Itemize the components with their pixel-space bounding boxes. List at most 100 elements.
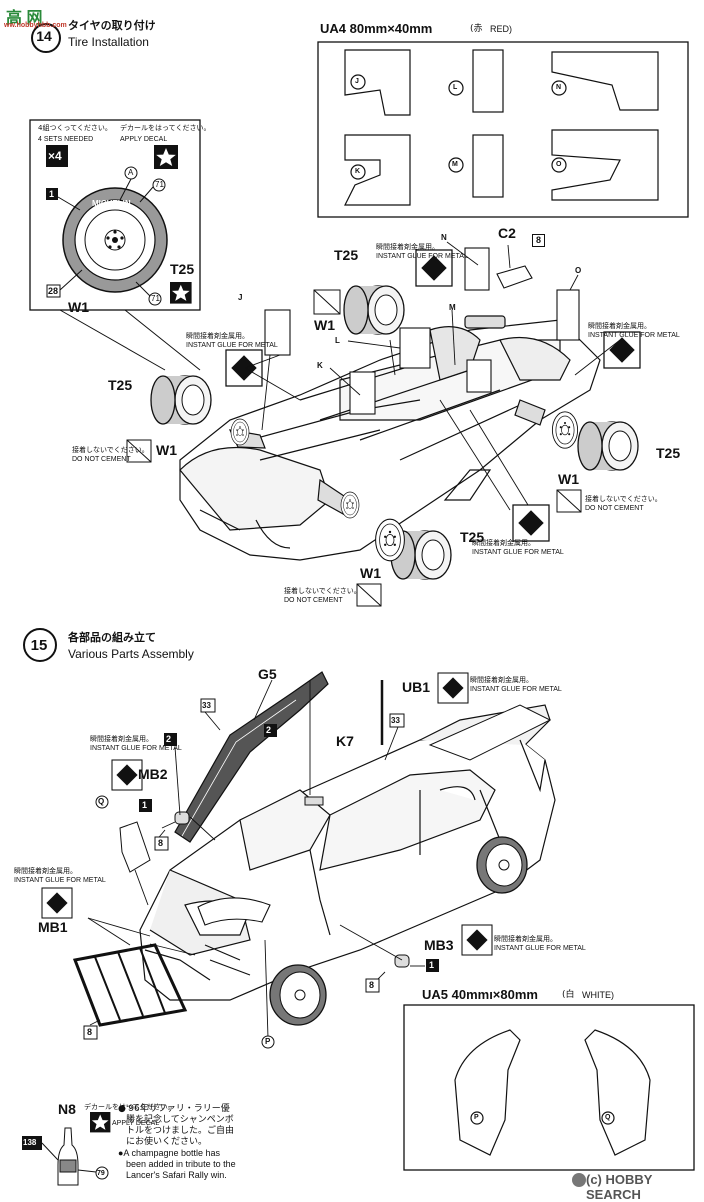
step15-number: 15 [30,636,48,654]
spoiler-g5-drawing [174,671,329,843]
mudflap-q [119,821,151,873]
inset-decal-en: APPLY DECAL [120,136,168,143]
label-t25-bottom: T25 [460,529,485,545]
glue15-en-4: INSTANT GLUE FOR METAL [494,945,586,952]
glue-en-1: INSTANT GLUE FOR METAL [376,253,468,260]
glue15-jp-1: 瞬間接着剤金属用。 [90,735,153,743]
inset-label-1: 1 [49,189,55,199]
champ-decal-jp: デカールをはってください。 [84,1103,175,1111]
no-cement-icons [126,289,582,607]
qty-badge [46,145,68,167]
step14-number: 14 [36,28,52,44]
label-part2b: 2 [166,734,172,744]
nocement-en-3: DO NOT CEMENT [284,597,343,604]
nocement-en-1: DO NOT CEMENT [72,456,131,463]
step14-title-en: Tire Installation [68,35,149,49]
label-mb2: MB2 [138,766,168,782]
ua4-color-en: RED) [490,24,512,34]
ua5-sheet [403,1004,695,1171]
label-w1-right: W1 [558,471,579,487]
car-rear-wing [428,704,552,761]
ua4-part-n: N [556,84,562,91]
hood-decal-p [197,897,271,926]
nocement-jp-3: 接着しないでください。 [284,587,361,595]
car-body-drawing [139,704,556,1001]
inset-label-28: 28 [48,286,59,296]
label-part1b: 1 [429,960,435,970]
label-n8: N8 [58,1101,76,1117]
inset-tire-text: MICHELIN [92,199,131,208]
step15-title-en: Various Parts Assembly [68,647,194,661]
label-part33b: 33 [391,716,400,725]
glue-jp-3: 瞬間接着剤金属用。 [186,332,249,340]
label-w1-bottom: W1 [360,565,381,581]
bottom-watermark-text: (c) HOBBY SEARCH [586,1172,653,1202]
glue15-jp-3: 瞬間接着剤金属用。 [14,867,77,875]
label-p: P [265,1037,271,1046]
ua5-color-jp: (白 [562,990,575,1000]
ua4-title: UA4 80mm×40mm [320,21,433,36]
decal-planes [264,247,580,415]
inset-label-71a: 71 [155,180,164,189]
label-k7: K7 [336,733,354,749]
label-t25-top: T25 [334,247,359,263]
ua5-title: UA5 40mmı×80mm [422,987,538,1002]
ua5-shapes [454,1029,651,1156]
glue15-jp-2: 瞬間接着剤金属用。 [470,676,533,684]
ua4-shapes [344,49,659,206]
inset-qty: ×4 [48,149,62,163]
nocement-en-2: DO NOT CEMENT [585,505,644,512]
part-number-boxes [83,698,439,1049]
step14-header [31,23,61,53]
ua4-part-k: K [355,168,361,175]
glue-jp-2: 瞬間接着剤金属用。 [588,322,651,330]
roof-vent [304,796,324,806]
ua5-part-q: Q [605,1114,611,1121]
label-t25-left: T25 [108,377,133,393]
label-part8: 8 [532,234,546,247]
ua5-color-en: WHITE) [582,990,614,1000]
label-c2: C2 [498,225,516,241]
label-part2a: 2 [266,725,272,735]
ua4-part-o: O [556,161,562,168]
glue-en-4: INSTANT GLUE FOR METAL [472,549,564,556]
inset-label-a: A [128,168,134,177]
glue-jp-4: 瞬間接着剤金属用。 [472,539,535,547]
label-part8c: 8 [87,1027,93,1037]
label-w1-mid: W1 [314,317,335,333]
inset-w1: W1 [68,299,89,315]
leader-lines-step15 [87,679,425,1039]
top-watermark-sub: ww.hobbyhbb.com [4,22,67,29]
champagne-note-jp: ●'96年サファリ・ラリー優 勝を記念してシャンペンボ トルをつけました。ご自由… [118,1104,236,1180]
label-part8a: 8 [158,838,164,848]
top-watermark-text: 高 网 [6,10,43,27]
label-o: O [575,266,582,275]
label-part8b: 8 [369,980,375,990]
label-mb1: MB1 [38,919,68,935]
tire-inset-drawing [46,166,168,306]
nocement-jp-2: 接着しないでください。 [585,495,662,503]
inset-decal-jp: デカールをはってください。 [120,124,211,132]
glue-en-2: INSTANT GLUE FOR METAL [588,332,680,339]
decal-star-icon [154,145,178,169]
glue15-jp-4: 瞬間接着剤金属用。 [494,935,557,943]
label-q: Q [98,797,105,806]
label-ub1: UB1 [402,679,431,695]
leader-line [124,309,201,371]
step14-title-jp: タイヤの取り付け [68,19,156,32]
champ-decal-en: APPLY DECAL [112,1120,160,1127]
mirror-mb2 [174,811,190,825]
car-wheels-step15 [269,836,528,1026]
step15-title-jp: 各部品の組み立て [68,631,156,644]
label-n: N [441,233,447,242]
ua4-part-j: J [355,78,359,85]
inset-label-71b: 71 [151,294,160,303]
glue-jp-1: 瞬間接着剤金属用。 [376,243,439,251]
label-j: J [238,293,243,302]
ua4-color-jp: (赤 [470,24,483,34]
label-part33a: 33 [202,701,211,710]
inset-sets-en: 4 SETS NEEDED [38,136,94,143]
ua4-part-m: M [452,161,458,168]
label-part138: 138 [23,1138,37,1147]
